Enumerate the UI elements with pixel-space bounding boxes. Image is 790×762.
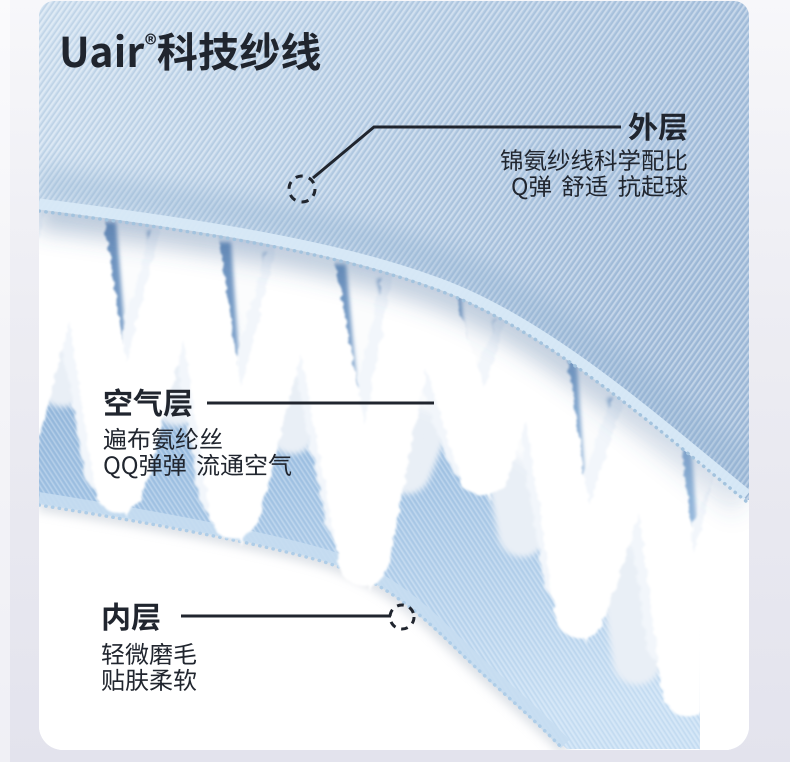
outer-layer-desc-1: 锦氨纱线科学配比 — [500, 141, 688, 176]
title-suffix: 科技纱线 — [156, 19, 322, 79]
outer-fabric-picot-dots — [39, 209, 749, 504]
air-layer-label: 空气层 — [103, 379, 193, 423]
yarn-strand-highlight — [39, 185, 749, 702]
outer-callout-line — [312, 125, 621, 180]
inner-fabric-picot-dots — [39, 503, 565, 750]
outer-fabric-selvage — [39, 198, 749, 500]
outer-fabric-drape-shade — [39, 167, 749, 491]
inner-layer-label: 内层 — [101, 593, 161, 637]
inner-layer-desc-1: 轻微磨毛 — [101, 634, 197, 670]
yarn-curl-3 — [708, 701, 749, 750]
outer-layer-callout: 外层 锦氨纱线科学配比 Q弹 舒适 抗起球 — [500, 108, 688, 198]
product-photo-card — [39, 1, 749, 750]
inner-layer-desc-2: 贴肤柔软 — [101, 660, 197, 696]
registered-trademark-mark: ® — [144, 25, 157, 60]
air-layer-desc-2: QQ弹弹 流通空气 — [103, 445, 292, 481]
yarn-needle-tips — [92, 416, 595, 645]
outer-callout-circle-icon — [287, 174, 317, 204]
brand-name: Uair — [59, 19, 145, 79]
inner-layer-callout: 内层 轻微磨毛 贴肤柔软 — [101, 598, 197, 692]
outer-layer-label: 外层 — [628, 103, 688, 147]
callout-graphics — [181, 125, 621, 631]
air-layer-callout: 空气层 遍布氨纶丝 QQ弹弹 流通空气 — [103, 384, 292, 477]
outer-layer-desc-2: Q弹 舒适 抗起球 — [511, 167, 688, 202]
page-left-gutter — [0, 0, 10, 762]
fabric-layers-illustration — [39, 1, 749, 750]
inner-callout-circle-icon — [388, 603, 416, 631]
air-layer-desc-1: 遍布氨纶丝 — [103, 419, 223, 455]
page-title: Uair®科技纱线 — [59, 25, 322, 72]
